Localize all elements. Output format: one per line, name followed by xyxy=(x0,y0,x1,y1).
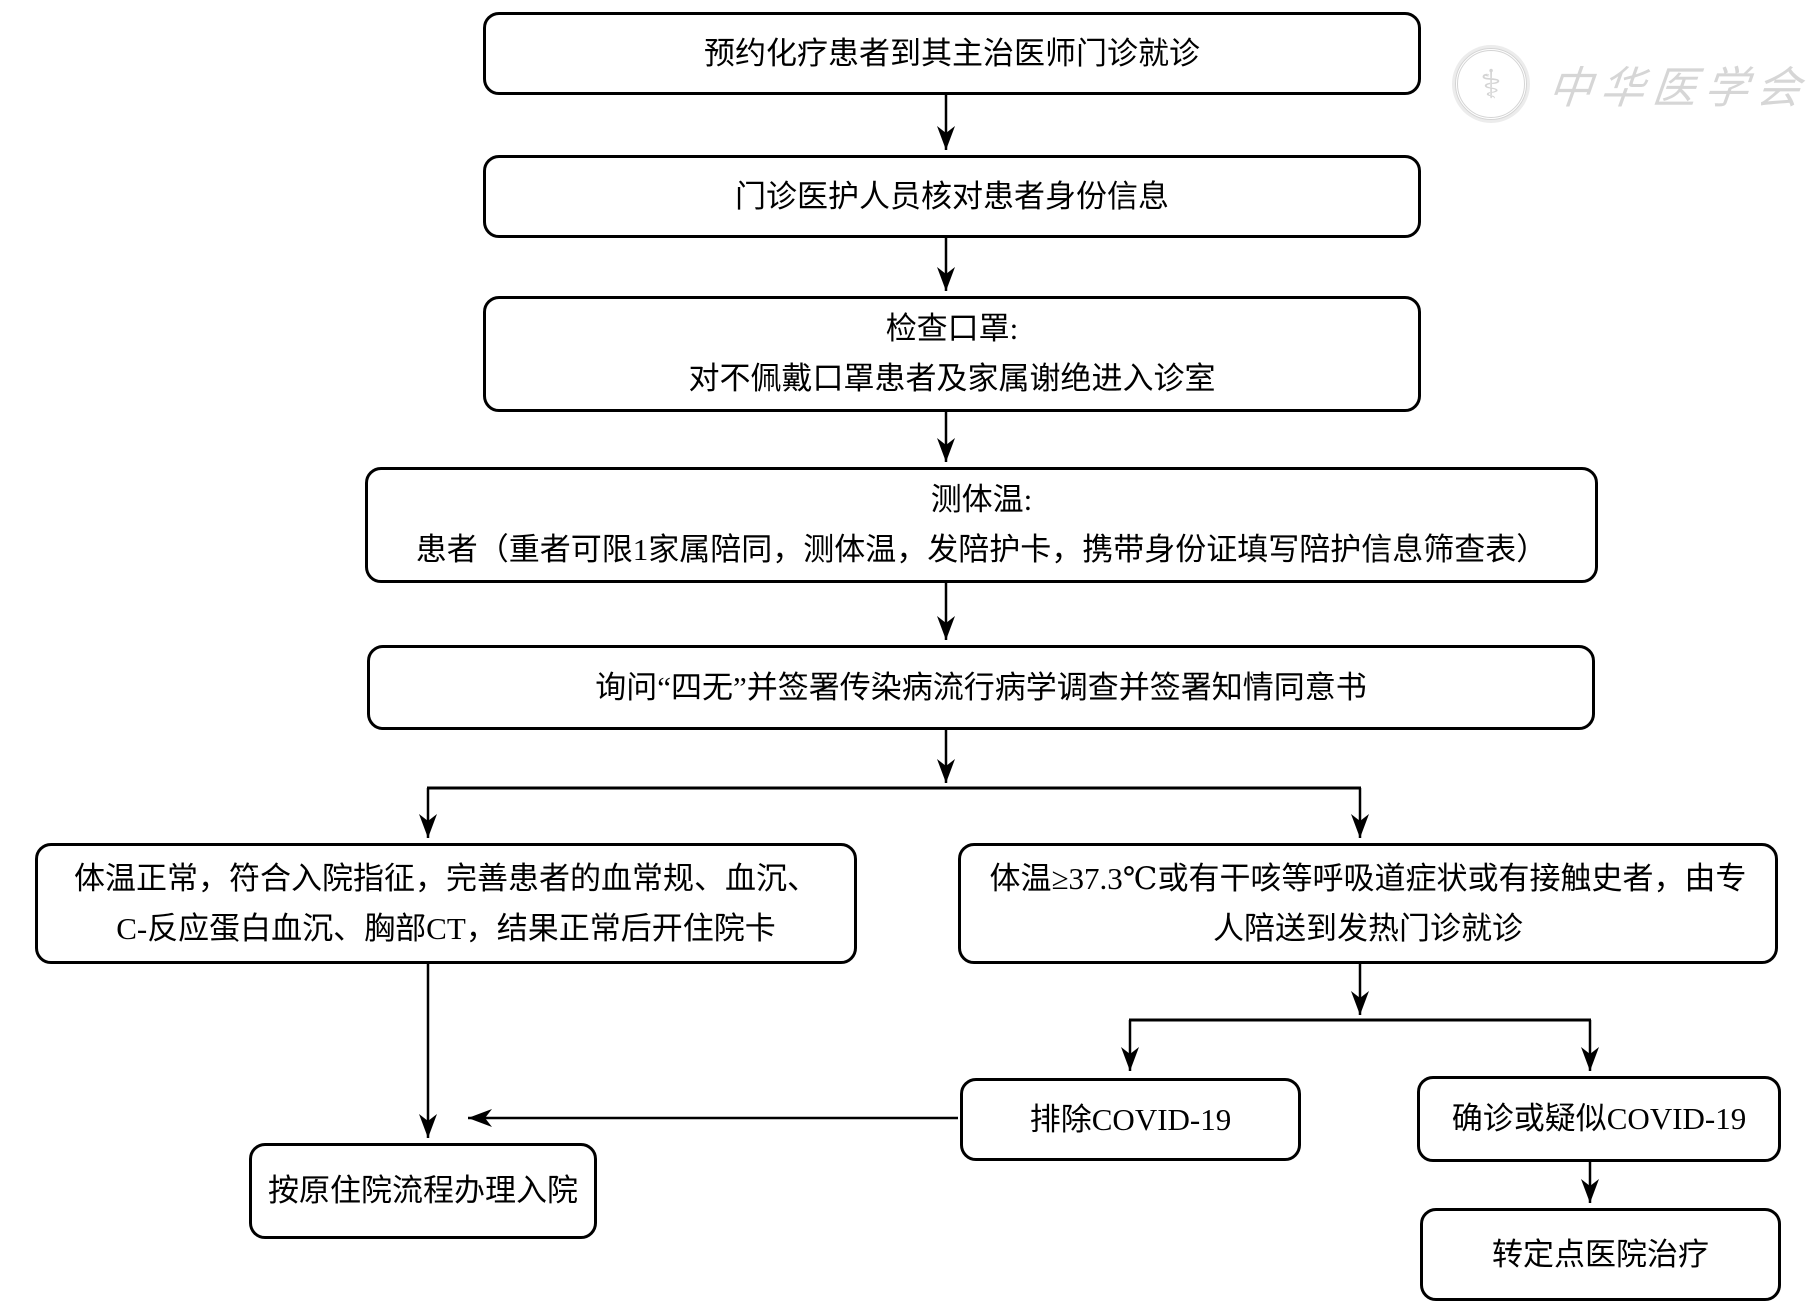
node-transfer-hospital-label: 转定点医院治疗 xyxy=(1492,1236,1709,1272)
node-admit-normal-process: 按原住院流程办理入院 xyxy=(249,1143,597,1239)
node-temp-normal-label: 体温正常，符合入院指征，完善患者的血常规、血沉、C-反应蛋白血沉、胸部CT，结果… xyxy=(74,860,818,946)
node-exclude-covid: 排除COVID-19 xyxy=(960,1078,1301,1161)
node-confirm-covid: 确诊或疑似COVID-19 xyxy=(1417,1076,1781,1162)
node-identity-check: 门诊医护人员核对患者身份信息 xyxy=(483,155,1421,238)
cma-emblem-icon: ⚕ xyxy=(1455,48,1527,120)
node-mask-check: 检查口罩: 对不佩戴口罩患者及家属谢绝进入诊室 xyxy=(483,296,1421,412)
node-temperature-check-title: 测体温: xyxy=(930,482,1033,518)
node-transfer-hospital: 转定点医院治疗 xyxy=(1420,1208,1781,1301)
cma-watermark-text: 中华医学会 xyxy=(1545,64,1812,113)
node-appointment: 预约化疗患者到其主治医师门诊就诊 xyxy=(483,12,1421,95)
node-fever-suspect: 体温≥37.3℃或有干咳等呼吸道症状或有接触史者，由专人陪送到发热门诊就诊 xyxy=(958,843,1778,964)
node-identity-check-label: 门诊医护人员核对患者身份信息 xyxy=(735,178,1169,214)
node-temperature-check: 测体温: 患者（重者可限1家属陪同，测体温，发陪护卡，携带身份证填写陪护信息筛查… xyxy=(365,467,1598,583)
node-survey-consent-label: 询问“四无”并签署传染病流行病学调查并签署知情同意书 xyxy=(595,669,1367,705)
node-appointment-label: 预约化疗患者到其主治医师门诊就诊 xyxy=(704,35,1200,71)
node-mask-check-title: 检查口罩: xyxy=(885,311,1019,347)
node-temp-normal: 体温正常，符合入院指征，完善患者的血常规、血沉、C-反应蛋白血沉、胸部CT，结果… xyxy=(35,843,857,964)
node-exclude-covid-label: 排除COVID-19 xyxy=(1029,1101,1232,1137)
cma-watermark: ⚕ 中华医学会 xyxy=(1455,48,1811,120)
node-survey-consent: 询问“四无”并签署传染病流行病学调查并签署知情同意书 xyxy=(367,645,1595,730)
node-temperature-check-body: 患者（重者可限1家属陪同，测体温，发陪护卡，携带身份证填写陪护信息筛查表） xyxy=(415,532,1548,567)
node-fever-suspect-label: 体温≥37.3℃或有干咳等呼吸道症状或有接触史者，由专人陪送到发热门诊就诊 xyxy=(989,860,1747,946)
node-admit-normal-process-label: 按原住院流程办理入院 xyxy=(268,1173,578,1209)
node-confirm-covid-label: 确诊或疑似COVID-19 xyxy=(1451,1101,1747,1137)
node-mask-check-body: 对不佩戴口罩患者及家属谢绝进入诊室 xyxy=(688,361,1216,396)
